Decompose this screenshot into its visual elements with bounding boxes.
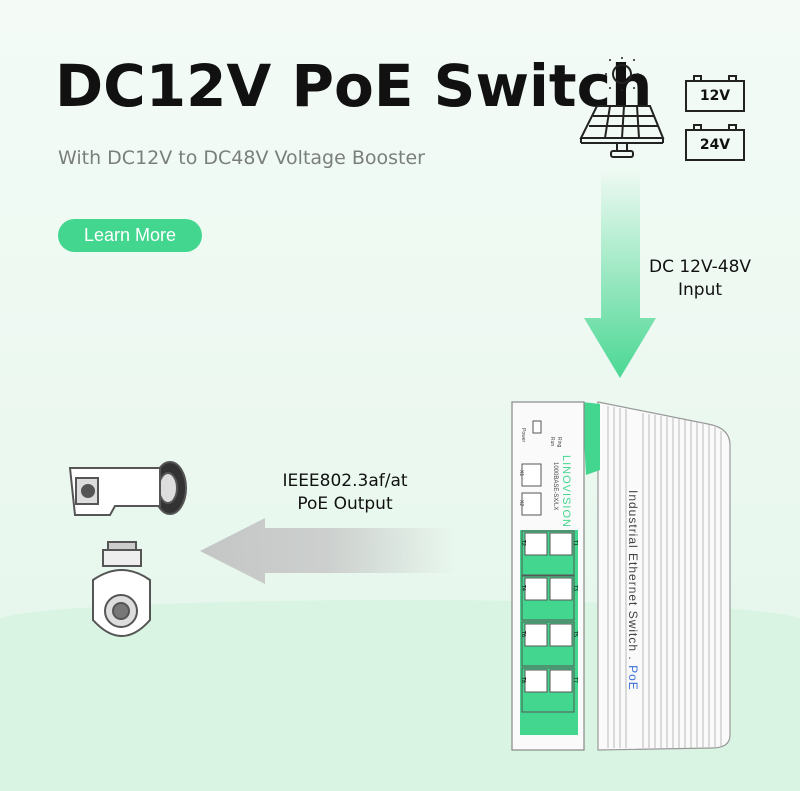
battery-24v-label: 24V [699,137,731,153]
switch-side-poe: PoE [626,665,640,691]
led-power: Power [520,428,526,443]
input-label: DC 12V-48V Input [640,256,760,302]
subtitle: With DC12V to DC48V Voltage Booster [58,147,425,169]
port-t4: T4 [520,585,526,591]
port-t7: T7 [572,677,578,683]
battery-12v-icon [685,75,745,112]
battery-12v-label: 12V [699,88,731,104]
switch-side-text: Industrial Ethernet Switch . PoE [626,490,640,691]
sfp-port-x2: X2 [518,500,524,507]
port-t3: T3 [572,585,578,591]
input-arrow-icon [584,168,656,378]
switch-side-title: Industrial Ethernet Switch . [626,490,640,666]
port-t1: T1 [572,540,578,546]
output-arrow-icon [200,518,455,584]
page-title: DC12V PoE Switch [55,52,653,120]
port-t6: T6 [520,631,526,637]
port-t5: T5 [572,631,578,637]
sun-icon [605,57,639,91]
sfp-label: 1000BASE-SX/LX [552,462,558,511]
led-ring: Ring [556,437,562,448]
bullet-camera-icon [68,461,187,516]
input-label-line2: Input [677,280,723,300]
ptz-camera-icon [92,541,151,637]
led-run: Run [549,437,555,447]
learn-more-button[interactable]: Learn More [58,219,202,252]
port-t2: T2 [520,540,526,546]
output-label-line2: PoE Output [297,494,393,514]
input-label-line1: DC 12V-48V [648,257,752,277]
port-t8: T8 [520,677,526,683]
switch-body [511,401,731,751]
battery-24v-icon [685,124,745,161]
output-label: IEEE802.3af/at PoE Output [270,470,420,516]
sfp-port-x1: X1 [518,470,524,477]
output-label-line1: IEEE802.3af/at [282,471,408,491]
switch-brand: LINOVISION [560,455,572,528]
solar-panel-icon [579,105,665,158]
